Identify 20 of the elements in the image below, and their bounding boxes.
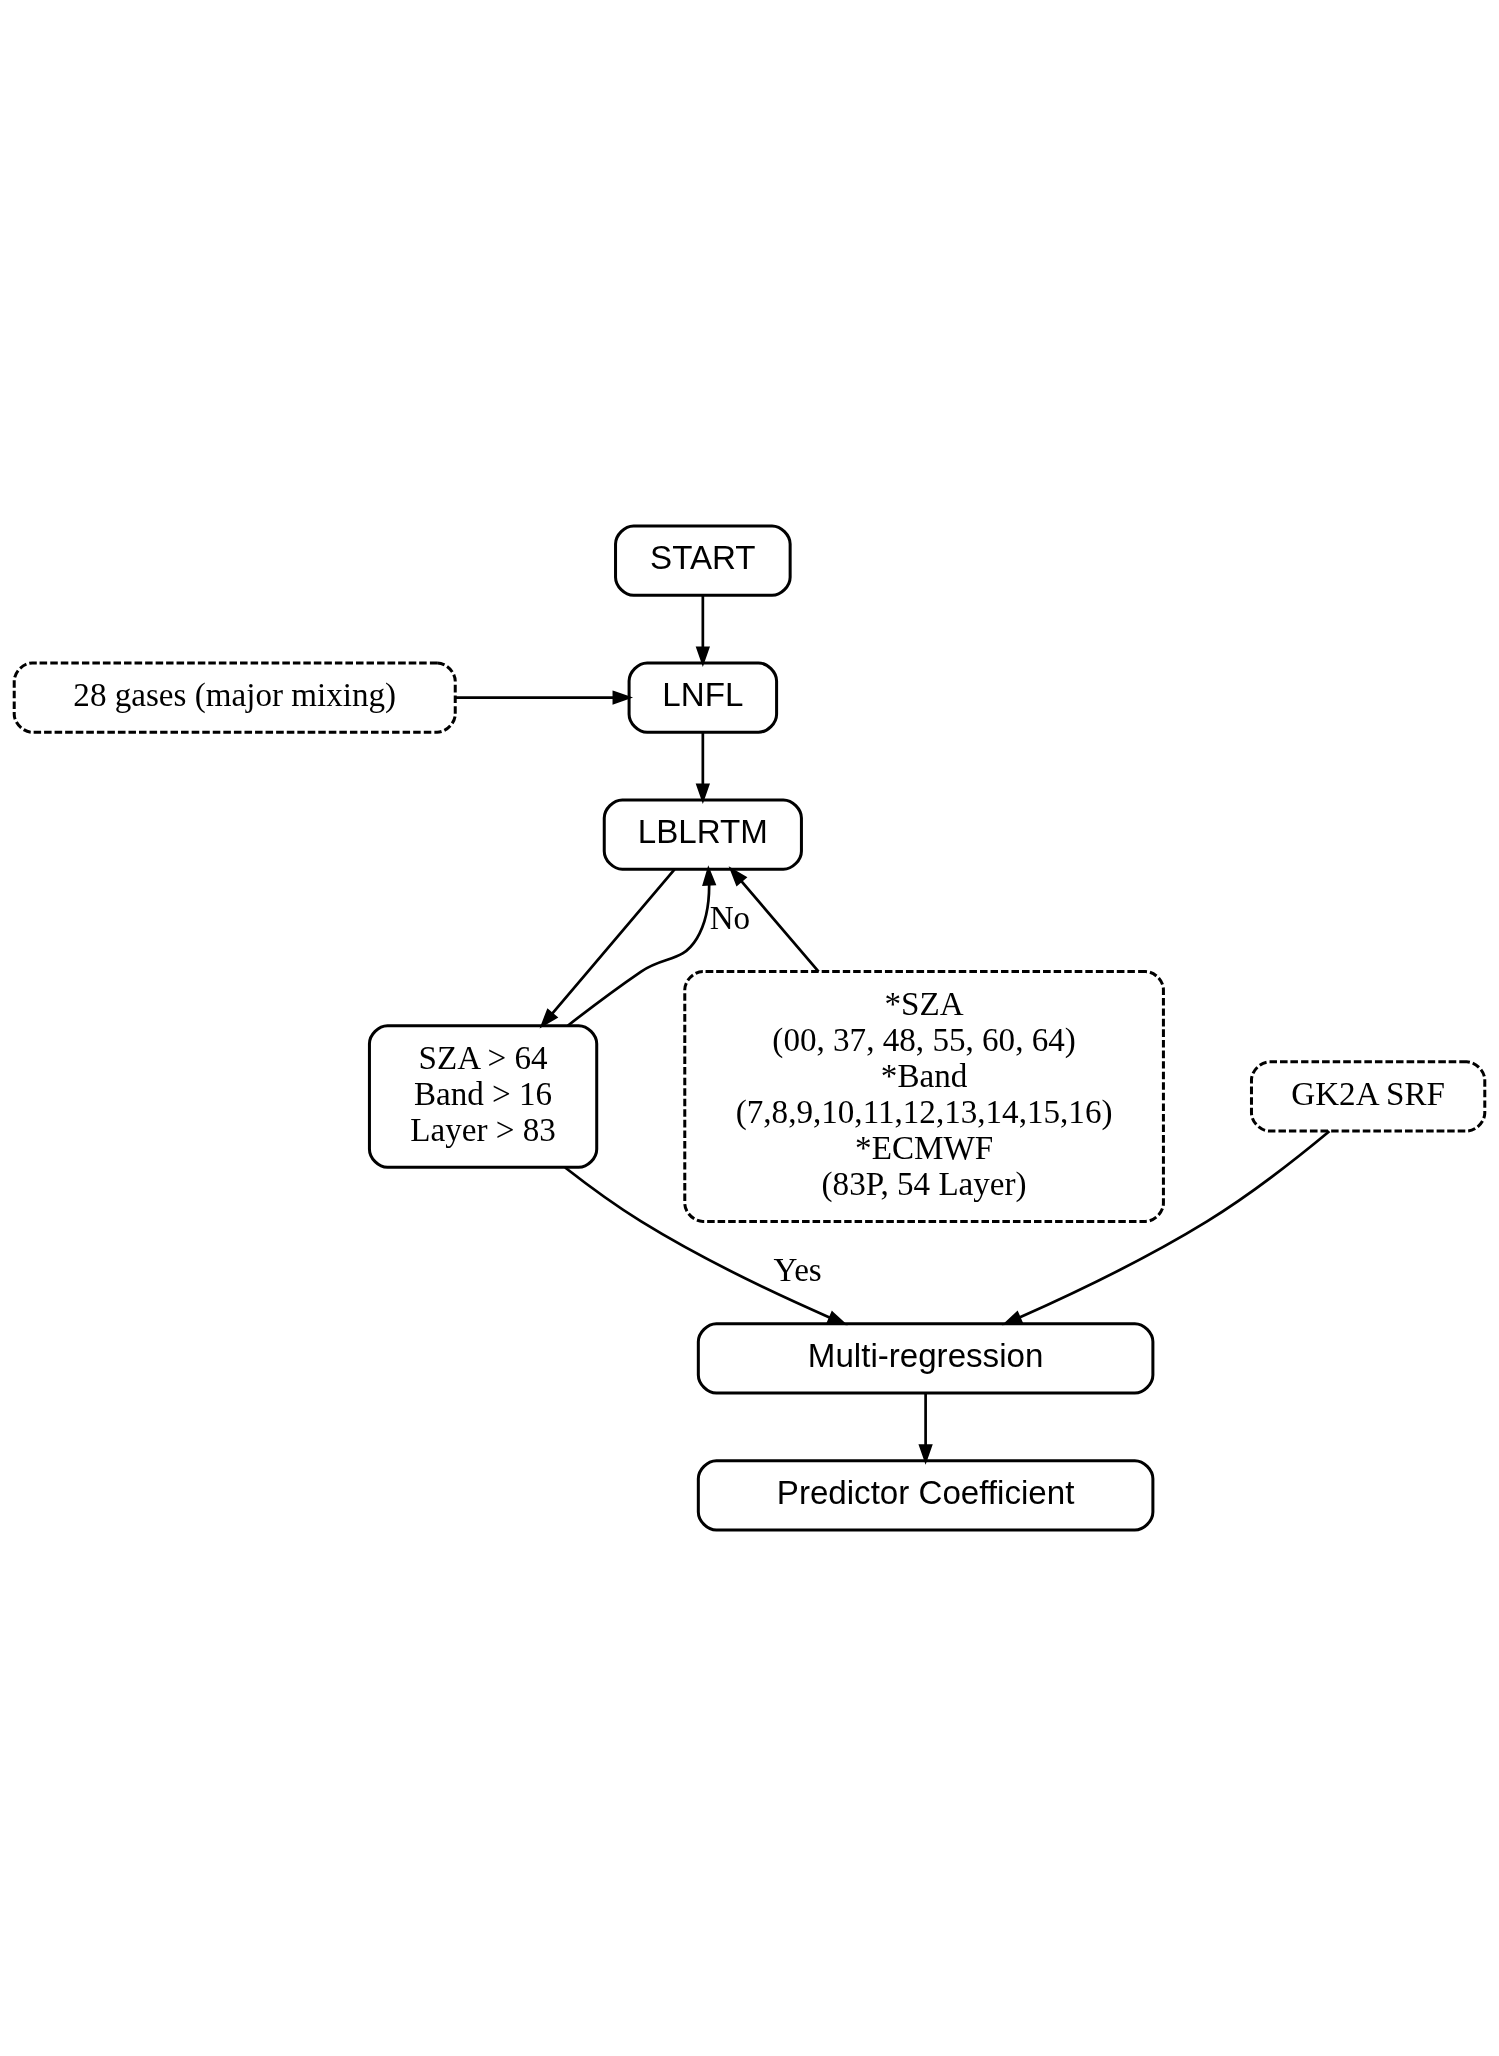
arrow xyxy=(455,690,634,705)
edge-label: No xyxy=(709,898,751,936)
arrow xyxy=(539,868,676,1029)
arrow xyxy=(695,595,711,667)
node-box: START xyxy=(614,524,792,597)
node-box: Multi-regression xyxy=(696,1322,1155,1395)
node-box: LNFL xyxy=(627,661,779,734)
arrow xyxy=(566,865,717,1027)
node-box: Predictor Coefficient xyxy=(696,1459,1155,1532)
arrow xyxy=(728,866,820,973)
edge-label: Yes xyxy=(773,1251,822,1289)
node-box: LBLRTM xyxy=(602,798,803,871)
node-box: 28 gases (major mixing) xyxy=(12,661,457,734)
node-box: GK2A SRF xyxy=(1249,1060,1487,1133)
arrow xyxy=(918,1393,933,1465)
node-box: *SZA (00, 37, 48, 55, 60, 64) *Band (7,8,9,10,11,12,13,14,15,16) *ECMWF (83P, 54 Layer) xyxy=(683,970,1165,1223)
arrow xyxy=(564,1166,848,1326)
arrow xyxy=(1001,1130,1331,1326)
arrow xyxy=(695,732,711,804)
node-box: SZA > 64 Band > 16 Layer > 83 xyxy=(367,1024,599,1169)
